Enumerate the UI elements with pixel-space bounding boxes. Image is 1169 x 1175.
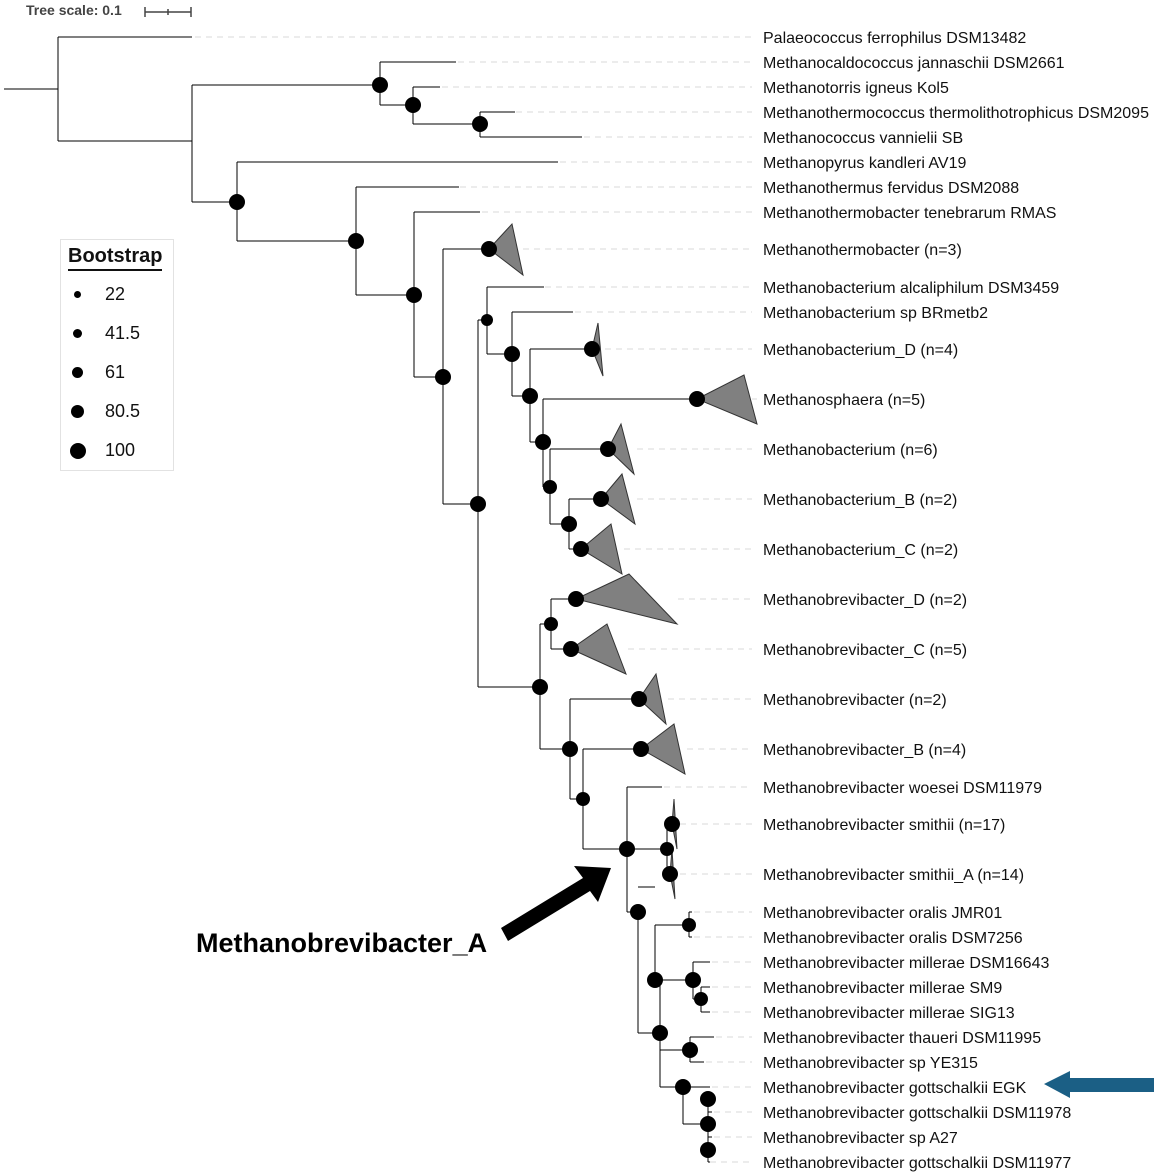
- tip-label: Methanobrevibacter oralis DSM7256: [763, 930, 1023, 947]
- clade-triangle-methanosphaera: [695, 374, 758, 425]
- legend-item: 22: [61, 282, 173, 306]
- tip-label: Methanobrevibacter thaueri DSM11995: [763, 1030, 1041, 1047]
- tip-label: Methanothermus fervidus DSM2088: [763, 180, 1019, 197]
- tip-label: Methanobacterium alcaliphilum DSM3459: [763, 280, 1059, 297]
- tip-label: Methanobrevibacter smithii (n=17): [763, 817, 1005, 834]
- legend-item: 61: [61, 360, 173, 384]
- clade-triangle-methanobacterium-c: [580, 523, 623, 576]
- bootstrap-legend: Bootstrap 22 41.5 61 80.5 100: [60, 239, 174, 471]
- legend-dot-icon: [73, 329, 82, 338]
- highlight-arrow: [1044, 1071, 1154, 1098]
- tip-label: Methanobacterium_D (n=4): [763, 342, 958, 359]
- tip-label: Methanobrevibacter_B (n=4): [763, 742, 966, 759]
- clade-annotation-label: Methanobrevibacter_A: [196, 928, 488, 958]
- tip-label: Methanotorris igneus Kol5: [763, 80, 949, 97]
- clade-triangle-methanobrevibacter: [638, 672, 667, 726]
- clade-triangle-methanobrevibacter-d: [574, 573, 679, 625]
- tip-label: Methanobrevibacter millerae SIG13: [763, 1005, 1015, 1022]
- legend-value: 61: [105, 362, 126, 382]
- tip-label: Methanobrevibacter woesei DSM11979: [763, 780, 1042, 797]
- clade-triangle-methanobacterium-b: [600, 472, 636, 526]
- legend-value: 41.5: [105, 323, 141, 343]
- clade-triangle-methanothermobacter: [488, 222, 524, 277]
- tip-label: Methanococcus vannielii SB: [763, 130, 963, 147]
- tip-label: Methanobrevibacter gottschalkii DSM11978: [763, 1105, 1071, 1122]
- bootstrap-nodes: [229, 77, 716, 1158]
- tip-label: Methanobrevibacter_C (n=5): [763, 642, 967, 659]
- tip-label: Methanobrevibacter gottschalkii EGK: [763, 1080, 1027, 1097]
- legend-title: Bootstrap: [68, 245, 163, 271]
- legend-item: 80.5: [61, 399, 173, 423]
- tree-scale-label: Tree scale: 0.1: [26, 2, 122, 18]
- clade-triangle-methanobrevibacter-b: [640, 723, 686, 775]
- tip-label: Methanothermococcus thermolithotrophicus…: [763, 105, 1149, 122]
- tip-label: Methanobrevibacter sp YE315: [763, 1055, 978, 1072]
- tip-label: Methanobrevibacter millerae SM9: [763, 980, 1002, 997]
- tip-label: Methanobrevibacter gottschalkii DSM11977: [763, 1155, 1071, 1172]
- tip-label: Methanobrevibacter millerae DSM16643: [763, 955, 1049, 972]
- tip-label: Methanobrevibacter_D (n=2): [763, 592, 967, 609]
- tree-scale-bar: [144, 7, 192, 17]
- legend-value: 100: [105, 440, 136, 460]
- legend-value: 80.5: [105, 401, 141, 421]
- legend-dot-icon: [74, 291, 81, 298]
- annotation-arrow: [501, 866, 611, 941]
- legend-dot-icon: [72, 367, 83, 378]
- tip-label: Methanopyrus kandleri AV19: [763, 155, 966, 172]
- tip-label: Methanobacterium (n=6): [763, 442, 938, 459]
- legend-dot-icon: [70, 443, 86, 459]
- tip-label: Methanothermobacter tenebrarum RMAS: [763, 205, 1056, 222]
- tip-label: Methanobrevibacter smithii_A (n=14): [763, 867, 1024, 884]
- tip-label: Methanobrevibacter sp A27: [763, 1130, 958, 1147]
- clade-triangle-methanobacterium: [607, 422, 635, 476]
- tip-label: Methanothermobacter (n=3): [763, 242, 962, 259]
- tip-label: Methanobacterium_C (n=2): [763, 542, 958, 559]
- legend-item: 100: [61, 438, 173, 462]
- legend-item: 41.5: [61, 321, 173, 345]
- tip-label: Methanobacterium_B (n=2): [763, 492, 957, 509]
- tip-label: Methanobacterium sp BRmetb2: [763, 305, 988, 322]
- tip-label: Methanocaldococcus jannaschii DSM2661: [763, 55, 1065, 72]
- tip-label: Palaeococcus ferrophilus DSM13482: [763, 30, 1026, 47]
- tip-labels: Palaeococcus ferrophilus DSM13482Methano…: [763, 30, 1149, 1172]
- tip-label: Methanosphaera (n=5): [763, 392, 925, 409]
- tip-label: Methanobrevibacter oralis JMR01: [763, 905, 1002, 922]
- tip-leader-lines: [195, 36, 757, 1163]
- legend-value: 22: [105, 284, 126, 304]
- legend-dot-icon: [71, 405, 84, 418]
- tip-label: Methanobrevibacter (n=2): [763, 692, 947, 709]
- clade-triangle-methanobrevibacter-c: [569, 623, 627, 675]
- collapsed-clades: [488, 222, 758, 900]
